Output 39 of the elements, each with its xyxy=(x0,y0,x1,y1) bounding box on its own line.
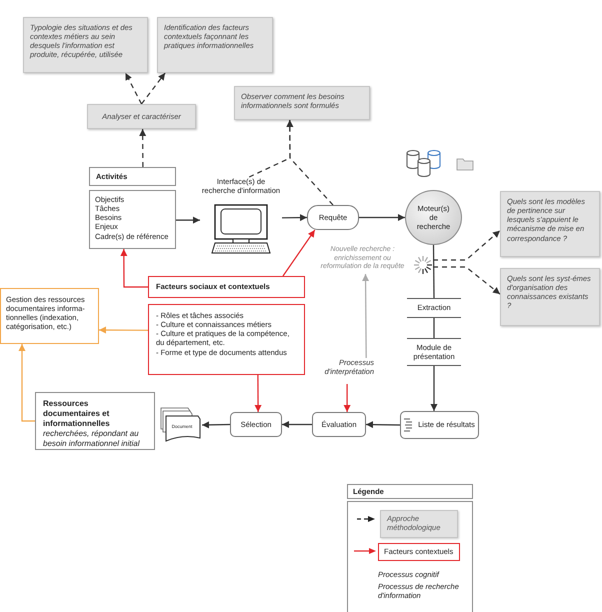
process-box xyxy=(400,411,479,439)
arrow xyxy=(202,421,230,428)
arrow xyxy=(120,249,148,288)
arrow xyxy=(282,230,316,276)
management-box xyxy=(0,288,99,344)
arrow xyxy=(430,366,438,411)
process-box xyxy=(312,412,366,437)
list-box xyxy=(89,190,176,249)
dashed-arrow xyxy=(141,72,166,104)
connector-line xyxy=(433,318,435,338)
dashed-arrow xyxy=(124,72,142,104)
arrow xyxy=(362,274,370,358)
arrow xyxy=(282,421,312,428)
resource-box xyxy=(35,392,155,450)
process-box xyxy=(307,205,359,230)
arrow xyxy=(99,326,148,334)
question-box xyxy=(500,191,600,257)
arrow xyxy=(176,216,200,224)
box-text: recherchées, répondant au besoin informationnel initial xyxy=(43,429,141,449)
factor-list-box xyxy=(148,304,305,375)
dashed-arrow xyxy=(433,230,500,261)
connector-line xyxy=(432,245,435,298)
note-box xyxy=(157,17,273,73)
process-box xyxy=(230,412,282,437)
arrow xyxy=(254,375,262,412)
dashed-arrow xyxy=(433,266,500,295)
note-box xyxy=(234,86,370,120)
dashed-arrow xyxy=(286,120,334,206)
arrow xyxy=(18,344,35,422)
header-box xyxy=(89,167,176,186)
dashed-arrow xyxy=(139,129,146,167)
arrow xyxy=(344,384,351,412)
arrow xyxy=(282,214,307,222)
arrow xyxy=(366,421,400,428)
note-box xyxy=(87,104,196,129)
question-box xyxy=(500,268,600,326)
factor-header-box xyxy=(148,276,305,298)
arrow xyxy=(359,214,405,221)
note-box xyxy=(23,17,148,73)
